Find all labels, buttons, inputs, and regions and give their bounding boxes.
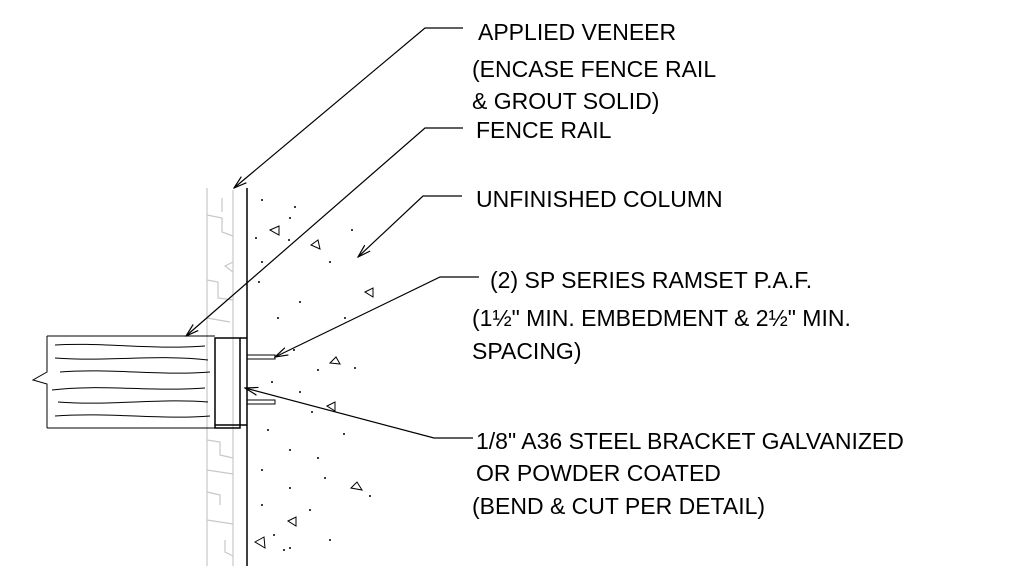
leader-ramset	[275, 276, 479, 357]
fence-rail	[31, 335, 215, 429]
veneer-joint	[206, 439, 234, 459]
steel-bracket	[214, 337, 247, 429]
bracket-line-3: (BEND & CUT PER DETAIL)	[472, 493, 765, 519]
veneer-joint	[223, 261, 234, 273]
concrete-aggregate	[254, 225, 374, 549]
leader-fence-rail	[186, 127, 463, 336]
leader-unfinished-column	[358, 195, 462, 257]
leader-bracket	[245, 388, 473, 439]
concrete-dots	[255, 199, 371, 551]
veneer-joint	[206, 317, 231, 323]
applied-veneer-line-3: & GROUT SOLID)	[472, 88, 659, 114]
bracket-line-2: OR POWDER COATED	[476, 460, 721, 486]
notes: APPLIED VENEER (ENCASE FENCE RAIL & GROU…	[472, 19, 904, 519]
fence-rail-label: FENCE RAIL	[476, 117, 612, 143]
bracket-line-1: 1/8" A36 STEEL BRACKET GALVANIZED	[476, 428, 904, 454]
ramset-line-1: (2) SP SERIES RAMSET P.A.F.	[490, 267, 812, 293]
applied-veneer-line-1: APPLIED VENEER	[478, 19, 676, 45]
applied-veneer-line-2: (ENCASE FENCE RAIL	[472, 56, 716, 82]
unfinished-column-label: UNFINISHED COLUMN	[476, 186, 723, 212]
ramset-fasteners	[246, 354, 276, 405]
veneer-joint	[206, 469, 234, 475]
veneer-joint	[206, 214, 234, 237]
fastener-upper	[246, 354, 276, 360]
veneer-layer	[206, 188, 234, 566]
veneer-joint	[206, 491, 221, 505]
fastener-lower	[246, 399, 276, 405]
leader-lines	[186, 27, 479, 439]
ramset-line-3: SPACING)	[472, 338, 581, 364]
veneer-joint	[206, 279, 234, 301]
ramset-line-2: (1½" MIN. EMBEDMENT & 2½" MIN.	[472, 305, 851, 331]
veneer-joint	[224, 540, 234, 557]
veneer-joint	[206, 519, 234, 525]
leader-applied-veneer	[234, 27, 463, 188]
